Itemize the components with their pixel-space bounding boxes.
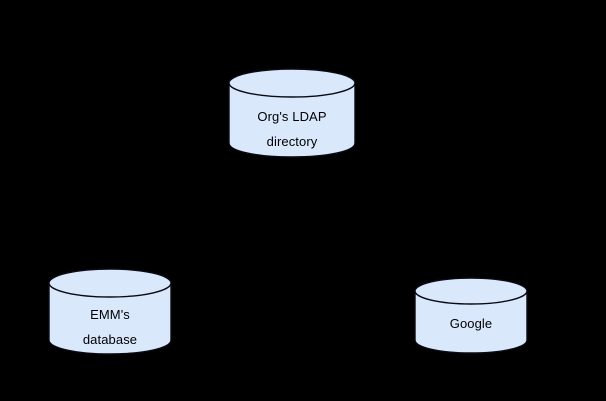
database-node-google[interactable]: Google xyxy=(414,277,528,354)
cylinder-shape-icon xyxy=(228,68,356,158)
cylinder-shape-icon xyxy=(414,277,528,354)
database-node-emm[interactable]: EMM's database xyxy=(48,268,172,355)
cylinder-shape-icon xyxy=(48,268,172,355)
database-node-ldap[interactable]: Org's LDAP directory xyxy=(228,68,356,158)
